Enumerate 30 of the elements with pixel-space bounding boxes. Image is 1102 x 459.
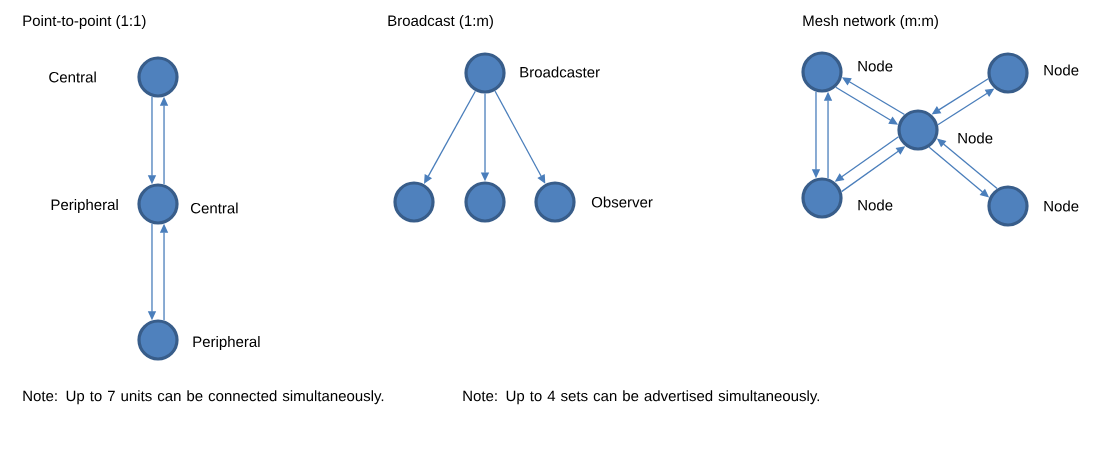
node-caption: Node <box>1044 64 1079 76</box>
node-circle <box>464 52 506 94</box>
node-caption: Node <box>1044 200 1079 212</box>
node-caption: Peripheral <box>193 336 260 350</box>
note-text: Note: Up to 7 units can be connected simultaneously. <box>23 390 384 405</box>
node-circle <box>897 109 939 151</box>
node-circle <box>987 52 1029 94</box>
node-caption: Central <box>191 202 238 214</box>
section-heading: Mesh network (m:m) <box>803 15 938 29</box>
node-caption: Central <box>49 71 96 83</box>
section-heading: Point-to-point (1:1) <box>23 15 146 29</box>
arrow <box>494 90 546 184</box>
node-circle <box>393 181 435 223</box>
node-caption: Broadcaster <box>520 66 600 78</box>
note-text: Note: Up to 4 sets can be advertised simultaneously. <box>463 390 819 405</box>
node-circle <box>137 319 179 361</box>
node-caption: Node <box>858 60 893 72</box>
node-circle <box>137 183 179 225</box>
node-circle <box>137 56 179 98</box>
arrow <box>424 90 476 184</box>
node-circle <box>464 181 506 223</box>
node-caption: Node <box>958 132 993 144</box>
node-circle <box>534 181 576 223</box>
node-caption: Observer <box>591 196 653 208</box>
node-circle <box>801 51 843 93</box>
node-caption: Peripheral <box>51 199 118 213</box>
node-caption: Node <box>858 199 893 211</box>
node-circle <box>801 177 843 219</box>
section-heading: Broadcast (1:m) <box>388 15 493 29</box>
node-circle <box>987 185 1029 227</box>
